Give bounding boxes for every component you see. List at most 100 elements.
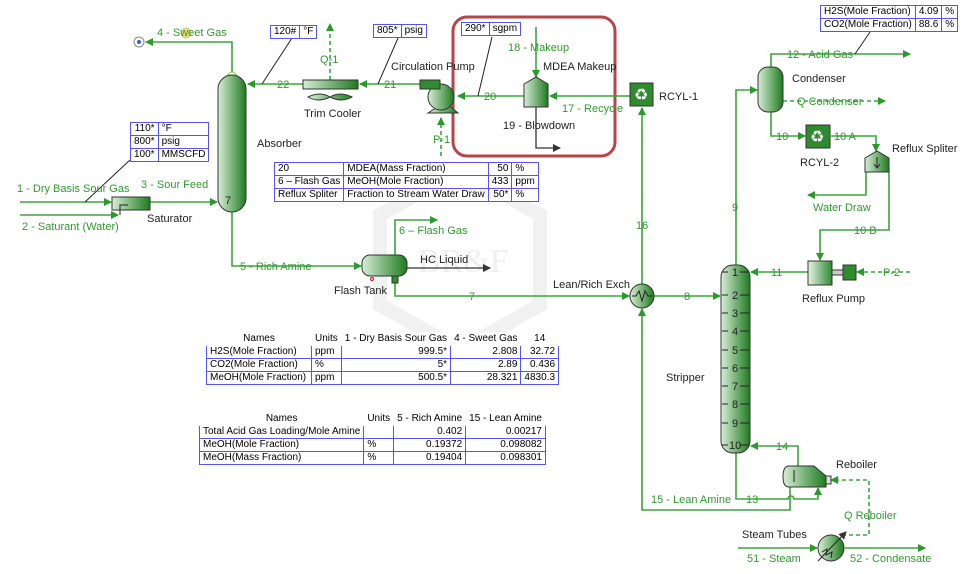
acid-gas-table[interactable]: H2S(Mole Fraction)4.09% CO2(Mole Fractio… — [820, 5, 959, 32]
cell: 500.5* — [340, 371, 452, 385]
trim-cooler[interactable] — [302, 79, 359, 90]
cell: Reflux Spliter — [273, 188, 345, 202]
cell: % — [363, 451, 395, 465]
label-q-condenser: Q Condenser — [797, 96, 863, 108]
label-circulation-pump: Circulation Pump — [391, 61, 475, 73]
label-saturator: Saturator — [147, 213, 193, 225]
stream-14[interactable] — [750, 442, 799, 466]
condenser[interactable] — [757, 66, 784, 113]
cell: 999.5* — [340, 345, 452, 359]
label-stream-3: 3 - Sour Feed — [141, 179, 208, 191]
label-trim-cooler: Trim Cooler — [304, 108, 361, 120]
cooler-temp-box[interactable]: 120#°F — [269, 25, 318, 39]
recycle-icon: ♻ — [634, 87, 648, 104]
cell: 50* — [487, 188, 513, 202]
cell: ppm — [511, 175, 539, 189]
label-flash-tank: Flash Tank — [334, 285, 387, 297]
stage-label: 9 — [732, 418, 738, 430]
reboiler[interactable] — [782, 465, 832, 488]
stream-7[interactable] — [394, 282, 630, 300]
value: 100* — [130, 148, 159, 162]
highlight-box — [451, 15, 617, 158]
unit: °F — [299, 25, 318, 39]
rcyl-2[interactable]: ♻ — [805, 124, 831, 149]
cell: 0.436 — [520, 358, 560, 372]
reflux-splitter[interactable] — [864, 150, 890, 173]
stream-6-flash-gas[interactable] — [394, 216, 438, 255]
cell: CO2(Mole Fraction) — [206, 358, 312, 372]
cell: 0.19372 — [393, 438, 467, 452]
label-stream-7: 7 — [469, 291, 475, 303]
flash-tank[interactable] — [361, 254, 408, 284]
label-water-draw: Water Draw — [813, 202, 871, 214]
header: Names — [265, 413, 298, 424]
stream-19-blowdown[interactable] — [535, 107, 561, 152]
label-mdea-makeup: MDEA Makeup — [543, 61, 616, 73]
feed-conditions-box[interactable]: 110*°F 800*psig 100*MMSCFD — [130, 122, 210, 162]
stage-label: 6 — [732, 363, 738, 375]
cell: MeOH(Mole Fraction) — [206, 371, 312, 385]
stream-15-lean-amine[interactable] — [638, 308, 791, 511]
header: 4 - Sweet Gas — [454, 333, 518, 344]
stream-4-sweet-gas[interactable] — [145, 38, 233, 75]
unit: psig — [157, 135, 210, 149]
stream-10a[interactable] — [831, 135, 880, 152]
svg-text:BR&F: BR&F — [418, 243, 509, 280]
circulation-pump[interactable] — [419, 79, 460, 114]
pump-pressure-box[interactable]: 805*psig — [373, 24, 427, 38]
rcyl-1[interactable]: ♻ — [629, 82, 654, 107]
header: 15 - Lean Amine — [469, 413, 542, 424]
label-stream-13: 13 — [746, 494, 758, 506]
header: Units — [315, 333, 338, 344]
q-reboiler[interactable] — [830, 476, 870, 536]
stream-10b[interactable] — [816, 172, 890, 261]
label-stream-19: 19 - Blowdown — [503, 120, 575, 132]
value: 110* — [130, 122, 159, 136]
value: 120# — [269, 25, 301, 39]
steam-tubes[interactable] — [817, 531, 847, 562]
cell: Total Acid Gas Loading/Mole Amine — [198, 425, 365, 439]
label-stream-10b: 10 B — [854, 225, 877, 237]
cell: 0.19404 — [393, 451, 467, 465]
cell: H2S(Mole Fraction) — [820, 5, 916, 19]
cell: 2.89 — [450, 358, 522, 372]
absorber-column[interactable] — [217, 74, 247, 213]
stream-9[interactable] — [735, 86, 758, 265]
unit: °F — [157, 122, 210, 136]
cell: 0.098082 — [465, 438, 546, 452]
stream-5-rich-amine[interactable] — [231, 212, 362, 270]
mdea-makeup-mixer[interactable] — [523, 76, 549, 108]
cell: 88.6 — [914, 18, 943, 32]
header: 1 - Dry Basis Sour Gas — [344, 333, 448, 344]
stripper-column[interactable] — [720, 264, 751, 454]
value: 805* — [373, 24, 402, 38]
label-stream-12: 12 - Acid Gas — [787, 49, 854, 61]
reflux-pump[interactable] — [807, 260, 857, 286]
label-q-reboiler: Q Reboiler — [844, 510, 897, 522]
recycle-icon: ♻ — [810, 129, 824, 146]
header: 5 - Rich Amine — [397, 413, 463, 424]
makeup-flow-box[interactable]: 290*sgpm — [461, 22, 522, 36]
cell: CO2(Mole Fraction) — [820, 18, 916, 32]
label-stream-10: 10 — [776, 131, 788, 143]
lean-rich-exchanger[interactable] — [629, 283, 655, 309]
stream-labels: 4 - Sweet Gas 22 21 20 Q-1 P-1 18 - Make… — [17, 27, 931, 565]
stream-13[interactable] — [735, 452, 822, 500]
equipment: ♻ ♻ — [111, 66, 890, 562]
label-stream-20: 20 — [484, 91, 496, 103]
stream-12-acid-gas[interactable] — [770, 50, 911, 67]
saturator[interactable] — [111, 196, 151, 215]
cell: % — [941, 5, 959, 19]
stream-10[interactable] — [770, 112, 806, 140]
label-p1: P-1 — [433, 134, 450, 146]
cell: % — [941, 18, 959, 32]
stage-label: 3 — [732, 308, 738, 320]
stream-water-draw[interactable] — [807, 172, 867, 199]
